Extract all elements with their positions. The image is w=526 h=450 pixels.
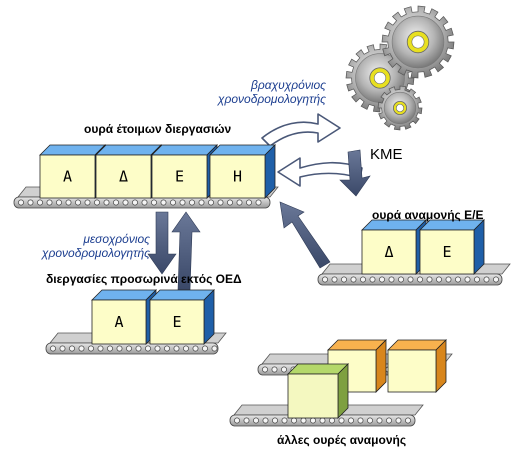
io-queue-label: ουρά αναμονής Ε/Ε: [372, 208, 484, 222]
short-term-scheduler-line1: βραχυχρόνιος: [251, 78, 326, 92]
swapped-out-label: διεργασίες προσωρινά εκτός ΟΕΔ: [46, 272, 242, 286]
swapped-out-process-box: Ε: [149, 289, 215, 345]
arrow-swap-out-icon: [147, 211, 177, 275]
other-queue-box-back-right: [387, 339, 447, 393]
ready-queue-label: ουρά έτοιμων διεργασιών: [84, 122, 232, 136]
io-queue-process-box: Ε: [419, 219, 485, 275]
box-letter: Ε: [442, 243, 451, 261]
gear-large-right-icon: [381, 5, 455, 79]
mid-term-scheduler-line2: χρονοδρομολογητής: [41, 246, 150, 260]
arrow-swap-in-icon: [171, 211, 201, 291]
short-term-scheduler-line2: χρονοδρομολογητής: [217, 92, 326, 106]
box-letter: Α: [63, 168, 72, 186]
other-queues-label: άλλες ουρές αναμονής: [277, 433, 407, 447]
mid-term-scheduler-line1: μεσοχρόνιος: [83, 232, 150, 246]
gear-small-icon: [377, 85, 423, 131]
box-letter: Η: [233, 168, 242, 186]
arrow-from-cpu-icon: [277, 157, 363, 187]
cpu-label: ΚΜΕ: [370, 146, 403, 163]
arrow-to-cpu-icon: [261, 113, 341, 147]
box-letter: Ε: [172, 313, 181, 331]
box-letter: Δ: [384, 243, 393, 261]
other-queue-box-front: [287, 363, 349, 419]
other-queue-conveyor-front: [229, 404, 424, 427]
ready-queue-process-box: Α: [39, 144, 106, 199]
ready-queue-process-box: Η: [209, 144, 276, 199]
mid-term-scheduler-label: μεσοχρόνιος χρονοδρομολογητής: [14, 232, 150, 260]
box-letter: Δ: [119, 168, 128, 186]
io-queue-process-box: Δ: [361, 219, 427, 275]
swapped-out-process-box: Α: [91, 289, 157, 345]
box-letter: Α: [114, 313, 123, 331]
cpu-gears-icon: [345, 5, 455, 131]
arrow-to-io-queue-icon: [339, 149, 371, 197]
arrow-io-to-ready-icon: [279, 201, 331, 269]
ready-queue-process-box: Ε: [151, 144, 218, 199]
box-letter: Ε: [175, 168, 184, 186]
short-term-scheduler-label: βραχυχρόνιος χρονοδρομολογητής: [190, 78, 326, 106]
ready-queue-process-box: Δ: [95, 144, 162, 199]
